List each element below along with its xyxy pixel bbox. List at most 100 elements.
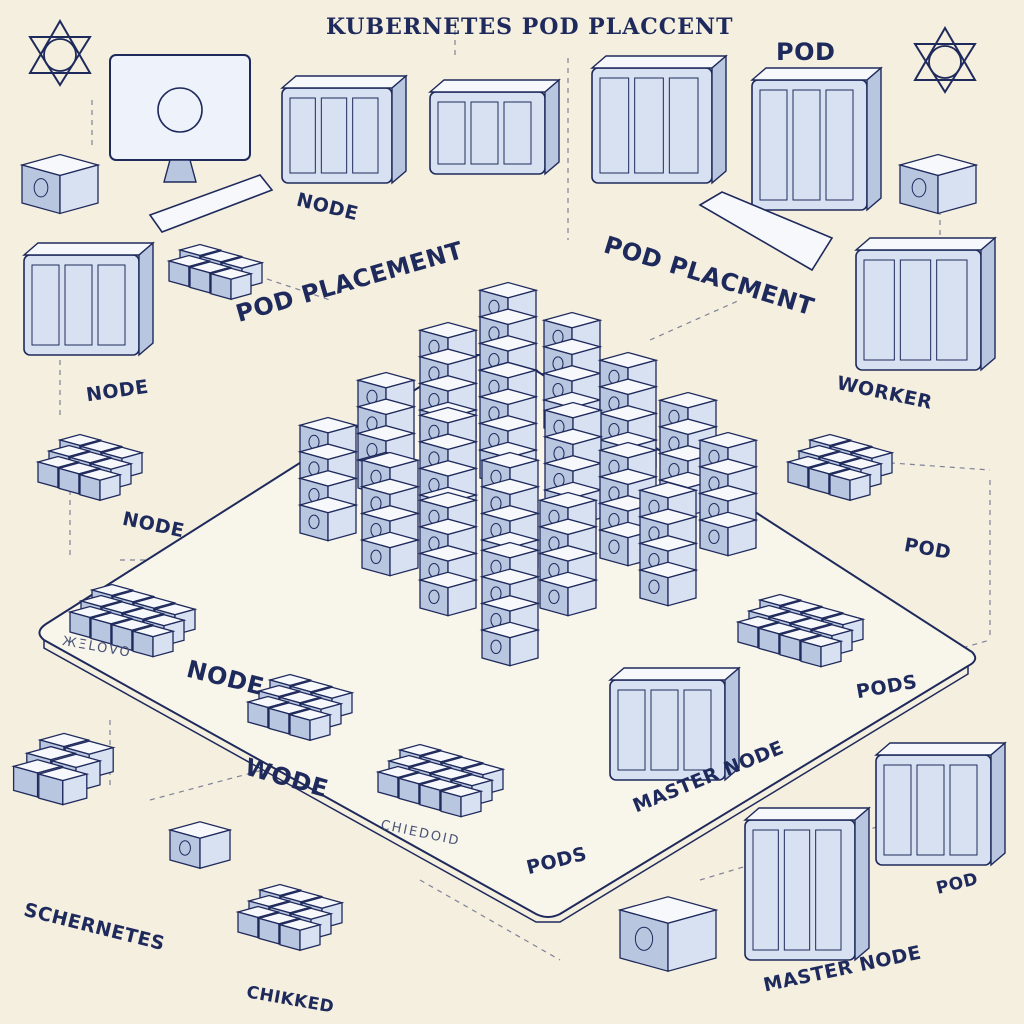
pod-cube-icon [608, 539, 620, 555]
pod-cluster [77, 468, 123, 502]
cube-right [230, 272, 252, 301]
cube-right [59, 164, 99, 215]
pod-cluster [287, 708, 333, 742]
pod-cube-icon [617, 896, 719, 973]
server-body [23, 254, 140, 356]
pod-column-cube [637, 561, 699, 607]
server-bay [815, 829, 842, 951]
keyboard-body [698, 191, 834, 272]
pod-cluster [798, 635, 844, 668]
cube-right [327, 504, 357, 542]
pod-column-cube [359, 531, 421, 577]
server-icon [608, 666, 741, 782]
logo-triangle [913, 43, 977, 94]
server-side [711, 54, 727, 185]
server-bay [949, 764, 978, 856]
server-top [608, 667, 741, 681]
server-top [590, 55, 728, 69]
pod-cube-icon [370, 549, 382, 565]
server-icon [22, 241, 155, 357]
pod-cube-icon [897, 153, 979, 215]
pod-cluster [208, 267, 254, 301]
server-top [743, 807, 871, 821]
keyboard-icon [698, 191, 834, 272]
server-bay [899, 259, 932, 361]
server-top [280, 75, 408, 89]
logo-triangle [913, 25, 977, 81]
server-bay [97, 264, 126, 346]
server-body [751, 79, 868, 211]
server-bay [470, 101, 499, 165]
logo-triangle [28, 18, 92, 74]
cube-right [199, 829, 231, 870]
cube-right [937, 164, 977, 215]
logo-triangle [28, 36, 92, 87]
cube-right [99, 473, 121, 502]
server-bay [825, 89, 854, 201]
monitor-icon [109, 54, 251, 183]
server-body [855, 249, 982, 371]
pod-cluster [756, 622, 802, 655]
cube-right [460, 790, 482, 818]
server-bay [936, 259, 968, 361]
cube-right [152, 630, 174, 658]
monitor-logo [157, 87, 203, 133]
server-body [281, 87, 393, 184]
server-bay [759, 89, 788, 201]
server-bay [783, 829, 811, 951]
pod-cube-icon [634, 926, 654, 951]
server-icon [874, 741, 1007, 867]
pod-cube-icon [308, 514, 320, 530]
server-side [980, 236, 996, 372]
pod-cluster [36, 766, 90, 806]
pod-cluster [277, 918, 323, 952]
server-side [138, 241, 154, 357]
server-bay [883, 764, 912, 856]
server-icon [590, 54, 728, 185]
cube-right [727, 519, 757, 557]
pod-column-cube [479, 621, 541, 667]
server-top [750, 67, 883, 81]
server-top [874, 742, 1007, 756]
kubernetes-icon [28, 18, 92, 87]
pod-cube-icon [33, 178, 49, 198]
cube-right [820, 640, 842, 668]
logo-ring [928, 45, 962, 79]
monitor-screen [109, 54, 251, 161]
kubernetes-icon [913, 25, 977, 94]
cube-right [667, 569, 697, 607]
keyboard-body [148, 174, 274, 233]
pod-cube-icon [911, 178, 927, 198]
pod-cube-icon [648, 579, 660, 595]
server-side [866, 66, 882, 212]
cube-right [309, 713, 331, 742]
logo-ring [43, 38, 77, 72]
pod-column-cube [417, 571, 479, 617]
server-bay [64, 264, 93, 346]
cube-right [389, 539, 419, 577]
pod-cube-icon [167, 821, 233, 870]
pod-cube-icon [708, 529, 720, 545]
server-icon [743, 806, 871, 962]
monitor-stand [163, 159, 197, 183]
server-side [854, 806, 870, 962]
server-bay [863, 259, 895, 361]
server-bay [752, 829, 779, 951]
server-bay [668, 77, 699, 174]
server-icon [428, 78, 561, 176]
server-bay [617, 689, 646, 771]
server-bay [503, 101, 532, 165]
server-bay [437, 101, 466, 165]
cube-right [509, 629, 539, 667]
cube-right [567, 579, 597, 617]
server-body [429, 91, 546, 175]
platform-edge [43, 640, 969, 923]
server-bay [683, 689, 712, 771]
server-bay [916, 764, 945, 856]
server-side [990, 741, 1006, 867]
server-side [391, 74, 407, 185]
server-body [875, 754, 992, 866]
server-icon [280, 74, 408, 185]
pod-cube-icon [490, 639, 502, 655]
